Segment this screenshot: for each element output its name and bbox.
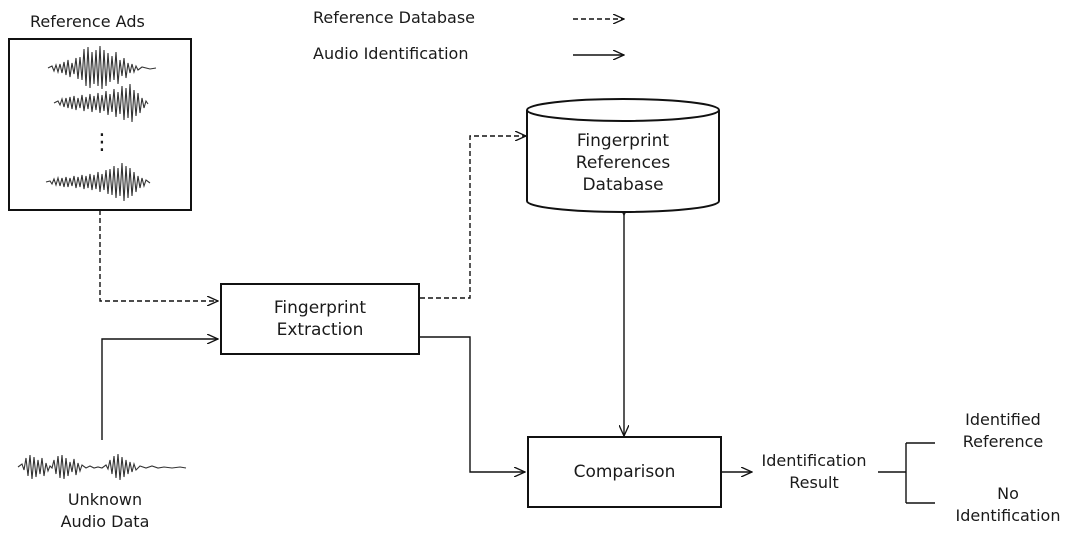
reference-ads-title: Reference Ads	[30, 12, 145, 31]
legend-reference-database-label: Reference Database	[313, 8, 475, 27]
identified-reference-label: Identified Reference	[938, 409, 1068, 453]
ref-waveform-3	[45, 162, 151, 202]
arrow-extraction-to-comparison	[420, 336, 525, 472]
comparison-box: Comparison	[527, 436, 722, 508]
comparison-label: Comparison	[573, 462, 676, 482]
identification-result-label: Identification Result	[752, 450, 876, 494]
database-line2: References	[575, 153, 671, 173]
no-identification-line2: Identification	[955, 506, 1061, 525]
arrow-ads-to-extraction	[99, 210, 218, 301]
arrow-extraction-to-database	[420, 136, 526, 299]
fingerprint-extraction-box: Fingerprint Extraction	[220, 283, 420, 355]
database-label: Fingerprint References Database	[527, 130, 719, 196]
identified-line2: Reference	[962, 432, 1044, 451]
reference-ads-box	[8, 38, 192, 211]
arrow-audio-to-extraction	[101, 339, 218, 440]
no-identification-line1: No	[997, 484, 1019, 503]
unknown-audio-line2: Audio Data	[60, 512, 150, 531]
fingerprint-extraction-line1: Fingerprint	[273, 298, 367, 318]
identification-result-line2: Result	[789, 473, 839, 492]
ref-waveform-2	[53, 83, 149, 123]
fingerprint-extraction-line2: Extraction	[276, 320, 364, 340]
reference-ads-ellipsis: ⋮	[91, 130, 113, 155]
database-line3: Database	[582, 175, 664, 195]
legend-audio-identification-label: Audio Identification	[313, 44, 469, 63]
unknown-audio-label: Unknown Audio Data	[20, 489, 190, 533]
no-identification-label: No Identification	[938, 483, 1078, 527]
unknown-audio-waveform	[17, 453, 187, 481]
database-line1: Fingerprint	[576, 131, 670, 151]
identification-result-line1: Identification	[761, 451, 867, 470]
ref-waveform-1	[47, 45, 157, 90]
identified-line1: Identified	[965, 410, 1041, 429]
database-cylinder	[526, 98, 720, 213]
unknown-audio-line1: Unknown	[67, 490, 143, 509]
